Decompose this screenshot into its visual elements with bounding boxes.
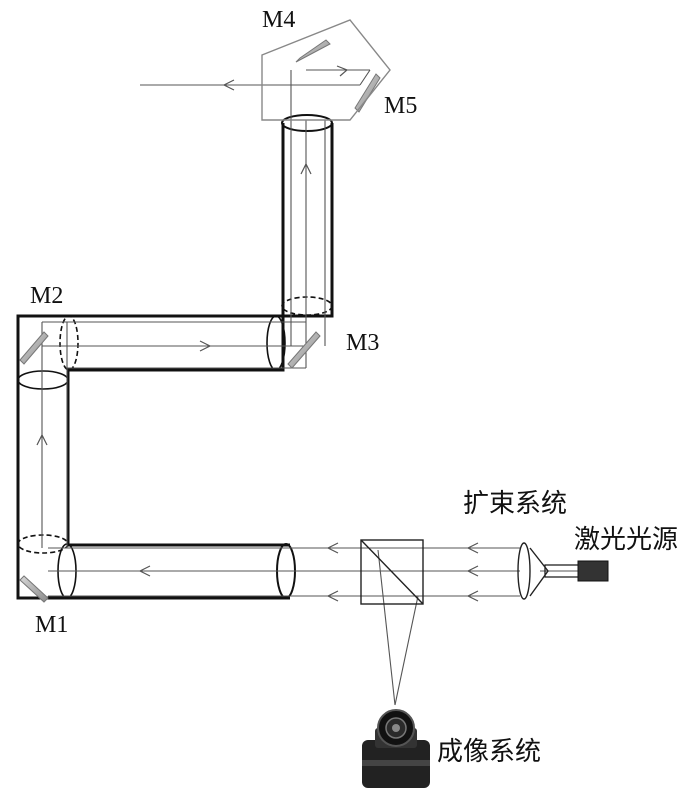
periscope-head-housing (261, 19, 391, 121)
camera-icon (362, 709, 430, 788)
mirror-m5 (354, 73, 381, 113)
beam-tube (16, 123, 334, 600)
label-m2: M2 (30, 283, 63, 309)
label-m1: M1 (35, 612, 68, 638)
mirror-m3 (287, 331, 321, 369)
mirror-m2 (19, 331, 49, 365)
tube-joint-ellipses (17, 296, 333, 599)
beam-arrows (36, 65, 604, 602)
laser-source (544, 560, 609, 582)
mirrors (19, 39, 381, 603)
label-laser-source: 激光光源 (574, 525, 678, 555)
label-m4: M4 (262, 7, 295, 33)
beam-splitter (360, 539, 424, 605)
label-m3: M3 (346, 330, 379, 356)
tube-top-ellipse (281, 114, 333, 132)
mirror-m4 (295, 39, 331, 63)
label-beam-expander: 扩束系统 (463, 489, 567, 519)
label-imaging-system: 成像系统 (437, 737, 541, 767)
mirror-m1 (19, 575, 49, 603)
beam-lines (41, 69, 585, 706)
label-m5: M5 (384, 93, 417, 119)
beam-expander (517, 542, 549, 600)
